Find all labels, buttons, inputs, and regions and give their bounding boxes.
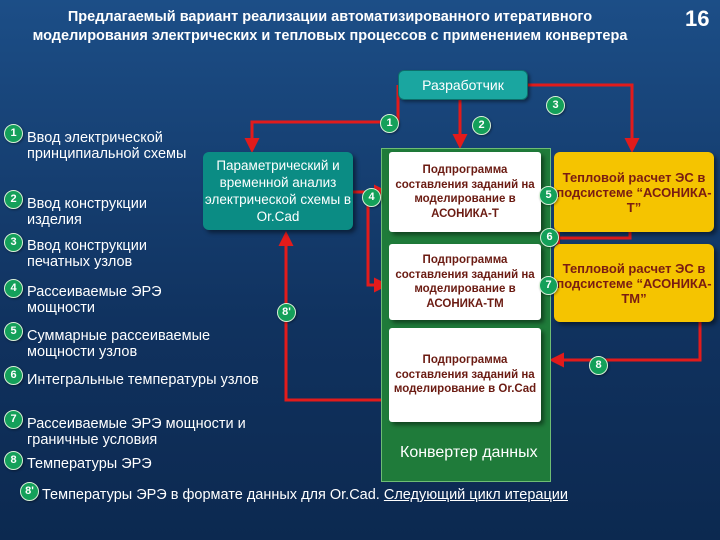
subprogram-asonika-t: Подпрограмма составления заданий на моде… bbox=[389, 152, 541, 232]
subprogram-orcad: Подпрограмма составления заданий на моде… bbox=[389, 328, 541, 422]
marker-7: 7 bbox=[539, 276, 558, 295]
arrow-analysis-to-subprogram-tm bbox=[366, 192, 389, 293]
marker-1: 1 bbox=[380, 114, 399, 133]
legend-item-5: Суммарные рассеиваемые мощности узлов bbox=[27, 328, 211, 360]
thermal-asonika-tm: Тепловой расчет ЭС в подсистеме “АСОНИКА… bbox=[554, 244, 714, 322]
legend-num-8-prime: 8' bbox=[20, 482, 39, 501]
legend-num-2: 2 bbox=[4, 190, 23, 209]
legend-item-8: Температуры ЭРЭ bbox=[27, 456, 152, 472]
marker-6: 6 bbox=[540, 228, 559, 247]
slide-title: Предлагаемый вариант реализации автомати… bbox=[32, 9, 628, 44]
legend-item-4: Рассеиваемые ЭРЭ мощности bbox=[27, 284, 162, 316]
legend-item-3: Ввод конструкции печатных узлов bbox=[27, 238, 147, 270]
arrow-developer-to-thermal bbox=[526, 83, 640, 153]
next-iteration-link[interactable]: Следующий цикл итерации bbox=[383, 487, 568, 503]
page-number: 16 bbox=[685, 6, 710, 31]
marker-8-prime: 8' bbox=[277, 303, 296, 322]
legend-num-5: 5 bbox=[4, 322, 23, 341]
arrow-thermal-tm-to-panel bbox=[549, 322, 702, 368]
legend-item-6: Интегральные температуры узлов bbox=[27, 372, 259, 388]
marker-8: 8 bbox=[589, 356, 608, 375]
legend-item-2: Ввод конструкции изделия bbox=[27, 196, 147, 228]
converter-label: Конвертер данных bbox=[400, 444, 538, 461]
legend-num-3: 3 bbox=[4, 233, 23, 252]
marker-4: 4 bbox=[362, 188, 381, 207]
marker-2: 2 bbox=[472, 116, 491, 135]
legend-num-8: 8 bbox=[4, 451, 23, 470]
arrow-converter-to-analysis bbox=[278, 231, 381, 402]
legend-item-1: Ввод электрической принципиальной схемы bbox=[27, 130, 187, 162]
analysis-box: Параметрический и временной анализ элект… bbox=[203, 152, 353, 230]
arrow-developer-to-analysis bbox=[244, 85, 400, 153]
legend-num-7: 7 bbox=[4, 410, 23, 429]
arrow-thermal-t-to-panel bbox=[545, 230, 632, 246]
thermal-asonika-t: Тепловой расчет ЭС в подсистеме “АСОНИКА… bbox=[554, 152, 714, 232]
marker-5: 5 bbox=[539, 186, 558, 205]
legend-item-8-prime: Температуры ЭРЭ в формате данных для Or.… bbox=[42, 487, 568, 504]
legend-num-1: 1 bbox=[4, 124, 23, 143]
developer-box: Разработчик bbox=[398, 70, 528, 100]
legend-item-7: Рассеиваемые ЭРЭ мощности и граничные ус… bbox=[27, 416, 246, 448]
legend-num-4: 4 bbox=[4, 279, 23, 298]
legend-num-6: 6 bbox=[4, 366, 23, 385]
subprogram-asonika-tm: Подпрограмма составления заданий на моде… bbox=[389, 244, 541, 320]
legend-last-text: Температуры ЭРЭ в формате данных для Or.… bbox=[42, 487, 380, 503]
marker-3: 3 bbox=[546, 96, 565, 115]
